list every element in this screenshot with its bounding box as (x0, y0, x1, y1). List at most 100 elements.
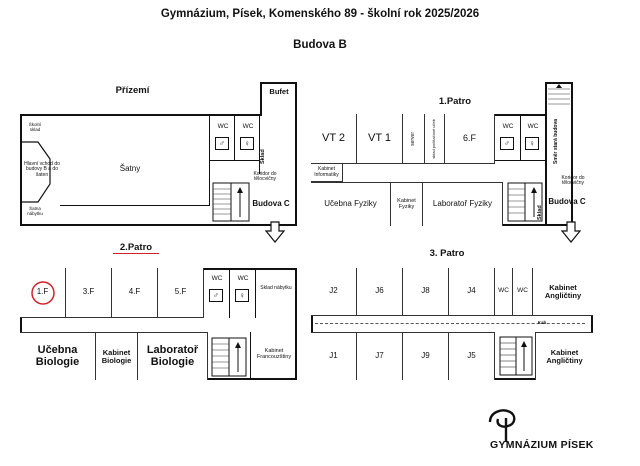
room-kabinet-fyziky[interactable]: Kabinet Fyziky (391, 182, 423, 226)
j7-label: J7 (375, 351, 384, 361)
second-wc1-label: WC (211, 275, 223, 282)
first-floor-label: 1.Patro (438, 96, 472, 107)
current-location-circle (31, 281, 55, 305)
second-wc-wall (255, 268, 256, 318)
room-1f[interactable]: 1.F (20, 268, 66, 318)
room-vt2[interactable]: VT 2 (311, 114, 357, 164)
j4-label: J4 (467, 286, 476, 296)
room-6f-label: 6.F (462, 132, 476, 143)
room-vt1[interactable]: VT 1 (357, 114, 403, 164)
second-wc-divider (229, 268, 230, 318)
room-1f-label: 1.F (36, 287, 49, 297)
room-ucebna-biologie[interactable]: Učebna Biologie (20, 332, 96, 380)
ground-wc2-label: WC (242, 123, 254, 130)
ucebna-fyziky-label: Učebna Fyziky (324, 199, 377, 209)
room-3f[interactable]: 3.F (66, 268, 112, 318)
second-female-wc-icon: ♀ (235, 289, 249, 302)
sklad-pc-label: sklad počítačové učeb (431, 118, 437, 159)
kabinet-biologie-label: Kabinet Biologie (101, 347, 132, 365)
wc-block-wall (209, 160, 259, 161)
building-subtitle: Budova B (293, 39, 347, 51)
second-staircase (211, 337, 247, 377)
room-6f[interactable]: 6.F (445, 114, 495, 164)
first-building-c-label: Budova C (548, 197, 586, 206)
room-j6[interactable]: J6 (357, 268, 403, 316)
room-5f[interactable]: 5.F (158, 268, 204, 318)
kabinet-aj1-label: Kabinet Angličtiny (544, 282, 582, 300)
third-floor-label: 3. Patro (429, 248, 465, 259)
male-wc-icon: ♂ (215, 137, 229, 150)
room-kabinet-informatiky[interactable]: Kabinet Informatiky (311, 164, 343, 182)
second-wc2-label: WC (237, 275, 249, 282)
ground-sklad-label: Sklad (260, 149, 266, 165)
ground-staircase (212, 182, 250, 222)
kabinet-fr-wall (250, 332, 251, 380)
vt2-label: VT 2 (321, 131, 346, 144)
ground-outer-wall (20, 114, 297, 226)
room-laborator-fyziky[interactable]: Laboratoř Fyziky (423, 182, 503, 226)
first-corridor-label: Koridor do tělocvičny (561, 175, 585, 187)
room-third-wc2[interactable]: WC (513, 268, 533, 316)
room-third-wc1[interactable]: WC (495, 268, 513, 316)
main-entrance-label: Hlavní vchod do budovy B a do šaten (24, 161, 60, 178)
first-down-arrow-icon (560, 221, 582, 243)
third-wc2-label: WC (517, 287, 528, 295)
bufet-room[interactable] (260, 82, 297, 116)
bufet-label: Bufet (269, 87, 289, 96)
server-label: server (409, 131, 416, 146)
first-staircase (507, 182, 543, 222)
skolni-sklad-label: Školní sklad (28, 122, 42, 132)
ground-floor-label: Přízemí (115, 85, 150, 96)
ground-wc1-label: WC (217, 123, 229, 130)
first-male-wc-icon: ♂ (500, 137, 514, 150)
ground-building-c-label: Budova C (252, 199, 290, 208)
room-kabinet-biologie[interactable]: Kabinet Biologie (96, 332, 138, 380)
first-top-stairs (548, 84, 570, 105)
second-floor-label: 2.Patro (113, 243, 159, 254)
room-kabinet-aj1[interactable]: Kabinet Angličtiny (533, 268, 593, 316)
ground-corridor-label: Koridor do tělocvičny (253, 171, 277, 183)
room-kabinet-aj2[interactable]: Kabinet Angličtiny (535, 332, 593, 380)
laborator-fyziky-label: Laboratoř Fyziky (432, 199, 493, 209)
j2-label: J2 (329, 286, 338, 296)
room-j8[interactable]: J8 (403, 268, 449, 316)
room-j4[interactable]: J4 (449, 268, 495, 316)
room-j2[interactable]: J2 (311, 268, 357, 316)
first-wc1-label: WC (502, 123, 514, 130)
room-server[interactable]: server (403, 114, 425, 164)
room-5f-label: 5.F (174, 287, 187, 297)
first-female-wc-icon: ♀ (525, 137, 539, 150)
third-corridor-line (315, 323, 585, 324)
room-j9[interactable]: J9 (403, 332, 449, 380)
sklad-nabytku-label: Sklad nábytku (260, 285, 292, 291)
kabinet-fyziky-label: Kabinet Fyziky (397, 197, 416, 210)
j8-label: J8 (421, 286, 430, 296)
room-sklad-pc[interactable]: sklad počítačové učeb (425, 114, 445, 164)
second-male-wc-icon: ♂ (209, 289, 223, 302)
room-j5[interactable]: J5 (449, 332, 495, 380)
satny-label: Šatny (119, 164, 141, 173)
kabinet-fr-label: Kabinet Francouzštiny (256, 348, 292, 360)
kabinet-info-label: Kabinet Informatiky (314, 166, 339, 178)
stairs-old-building-label: Směr stará budova (553, 118, 559, 164)
room-laborator-biologie[interactable]: Laboratoř Biologie (138, 332, 208, 380)
j5-label: J5 (467, 351, 476, 361)
first-wc2-label: WC (527, 123, 539, 130)
third-staircase (499, 336, 533, 376)
kabinet-aj2-label: Kabinet Angličtiny (546, 347, 583, 365)
vt1-label: VT 1 (367, 131, 392, 144)
entrance-vestibule (20, 141, 51, 203)
kab-label: Kab (537, 320, 547, 325)
room-j7[interactable]: J7 (357, 332, 403, 380)
room-ucebna-fyziky[interactable]: Učebna Fyziky (311, 182, 391, 226)
satna-nabytku-label: Šatna nábytku (27, 206, 43, 216)
first-stair-tower (545, 82, 573, 226)
room-j1[interactable]: J1 (311, 332, 357, 380)
logo-text: GYMNÁZIUM PÍSEK (490, 439, 594, 451)
room-4f[interactable]: 4.F (112, 268, 158, 318)
wc-divider (234, 114, 235, 160)
j6-label: J6 (375, 286, 384, 296)
j1-label: J1 (329, 351, 338, 361)
satny-bottom-wall (60, 205, 210, 206)
page-title: Gymnázium, Písek, Komenského 89 - školní… (160, 8, 480, 20)
